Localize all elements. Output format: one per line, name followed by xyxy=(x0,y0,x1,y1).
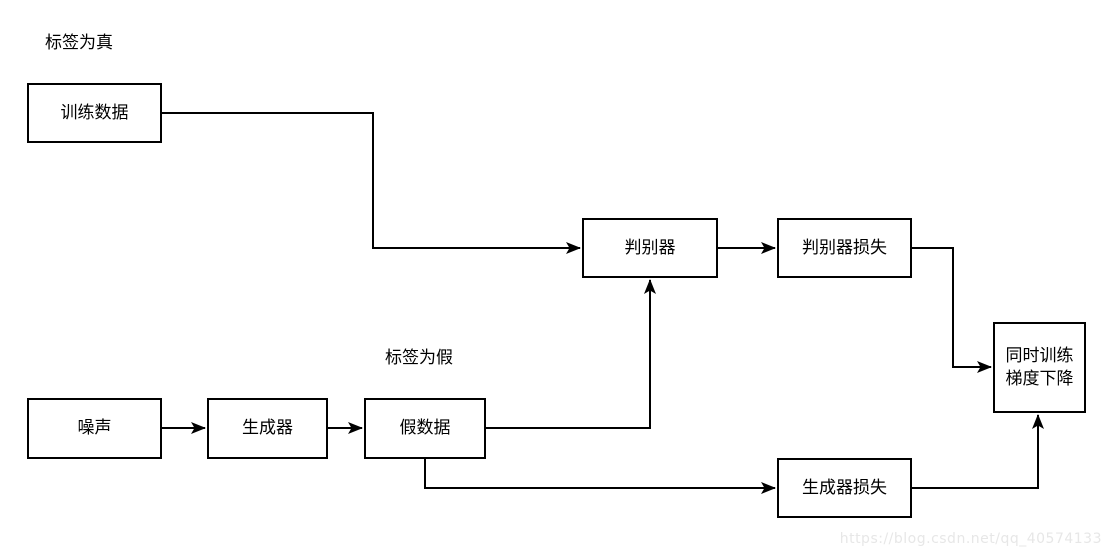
node-fake-data: 假数据 xyxy=(364,398,486,459)
edge-train-data-to-discriminator xyxy=(162,112,581,254)
node-generator: 生成器 xyxy=(207,398,328,459)
node-discriminator-loss: 判别器损失 xyxy=(777,218,912,278)
edge-fake-data-to-generator-loss xyxy=(424,459,776,494)
node-train-data: 训练数据 xyxy=(27,83,162,143)
edge-discriminator-loss-to-trainer xyxy=(912,247,992,373)
edge-generator-loss-to-trainer xyxy=(912,414,1044,489)
csdn-watermark: https://blog.csdn.net/qq_40574133 xyxy=(839,531,1102,547)
label-true-annotation: 标签为真 xyxy=(45,33,113,53)
label-false-annotation: 标签为假 xyxy=(385,348,453,368)
edge-fake-data-to-discriminator xyxy=(486,279,656,429)
node-noise: 噪声 xyxy=(27,398,162,459)
node-discriminator: 判别器 xyxy=(582,218,718,278)
node-simultaneous-training-gradient-descent: 同时训练 梯度下降 xyxy=(993,322,1086,413)
node-generator-loss: 生成器损失 xyxy=(777,458,912,518)
